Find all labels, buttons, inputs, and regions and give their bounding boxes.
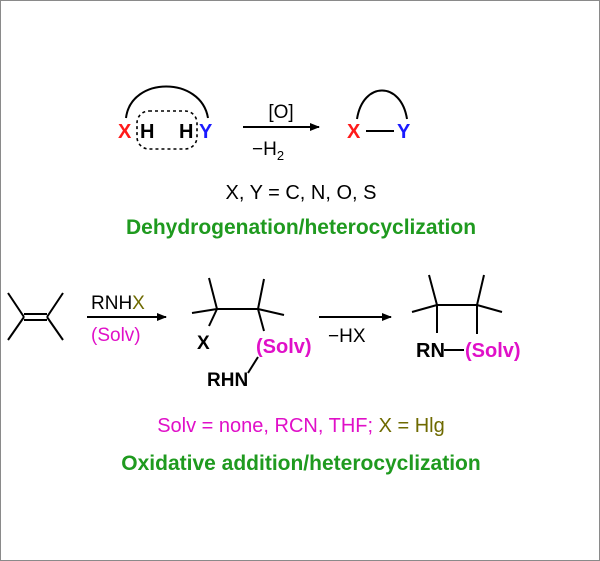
product-y-atom: Y (397, 121, 411, 143)
reactant-h1-atom: H (140, 121, 154, 143)
product-ring-arc (356, 89, 408, 120)
product-azetidine-structure (411, 274, 503, 351)
caption-dehydrogenation: Dehydrogenation/heterocyclization (126, 216, 476, 239)
intermediate-rhn: RHN (207, 370, 248, 391)
h-h-dashed-box (136, 110, 198, 150)
reagent-rnhx: RNHX (91, 293, 145, 314)
product-rn: RN (416, 340, 445, 362)
reagent-minus-hx: −HX (328, 326, 366, 347)
reagent-oxidant: [O] (268, 102, 293, 123)
caption-oxidative-addition: Oxidative addition/heterocyclization (121, 452, 480, 475)
definition-xy: X, Y = C, N, O, S (226, 182, 377, 204)
product-solv: (Solv) (465, 340, 521, 362)
reactant-h2-atom: H (179, 121, 193, 143)
intermediate-structure (191, 277, 285, 374)
intermediate-solv: (Solv) (256, 336, 312, 358)
alkene-structure (7, 292, 64, 341)
definition-solv-x: Solv = none, RCN, THF; X = Hlg (157, 415, 445, 437)
reactant-chain-arc (125, 85, 209, 119)
reactant-x-atom: X (118, 121, 132, 143)
reagent-minus-h2: −H2 (252, 139, 284, 163)
intermediate-x-atom: X (197, 333, 210, 354)
product-x-atom: X (347, 121, 361, 143)
reagent-solv: (Solv) (91, 325, 141, 346)
reactant-y-atom: Y (199, 121, 213, 143)
scheme-dehydrogenation: X H H Y [O] −H2 X Y X, Y = C, N, O, S De… (118, 85, 476, 239)
scheme-oxidative-addition: RNHX (Solv) X (Solv) RHN −HX RN (Solv) S… (7, 274, 521, 475)
